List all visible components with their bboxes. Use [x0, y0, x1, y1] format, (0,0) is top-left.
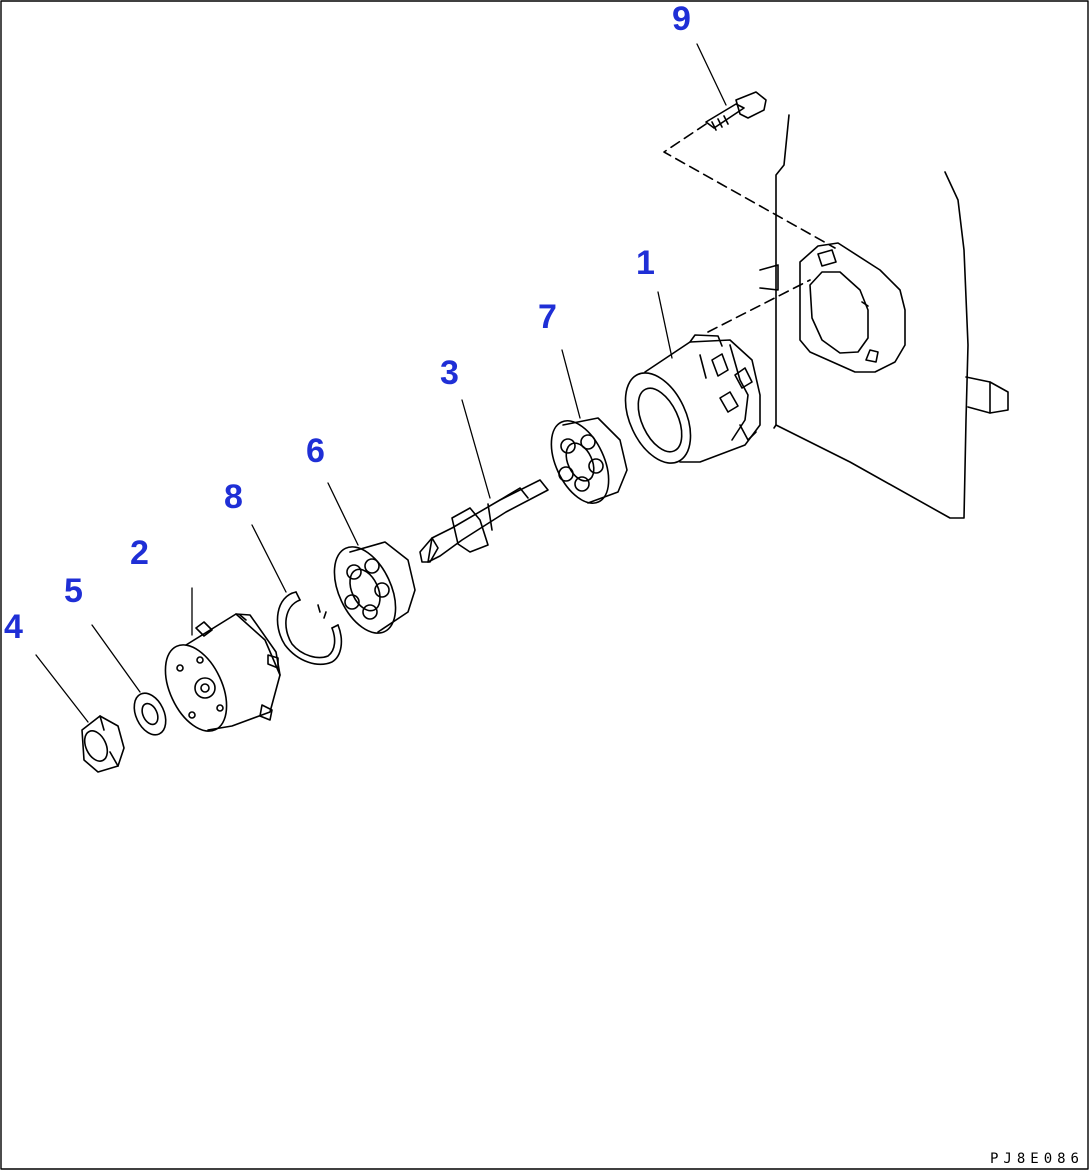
part-6-bearing: [333, 541, 416, 634]
callout-7: 7: [538, 298, 557, 336]
drawing-reference-code: PJ8E086: [989, 1151, 1084, 1167]
callout-5: 5: [64, 572, 83, 610]
part-9-bolt: [663, 91, 836, 249]
mounting-flange: [799, 242, 906, 373]
part-3-shaft: [419, 479, 549, 563]
callout-9: 9: [672, 0, 691, 38]
callout-3: 3: [440, 354, 459, 392]
part-5-washer: [133, 692, 167, 736]
part-4-nut: [81, 715, 125, 773]
part-7-bearing: [550, 417, 628, 504]
part-1-housing: [624, 279, 811, 464]
callout-2: 2: [130, 534, 149, 572]
leader-lines: [35, 43, 727, 723]
part-8-snap-ring: [276, 591, 343, 666]
callout-1: 1: [636, 244, 655, 282]
mounting-plate: [759, 114, 1009, 519]
callout-8: 8: [224, 478, 243, 516]
callout-4: 4: [4, 608, 23, 646]
callout-6: 6: [306, 432, 325, 470]
part-2-cover: [164, 613, 281, 732]
